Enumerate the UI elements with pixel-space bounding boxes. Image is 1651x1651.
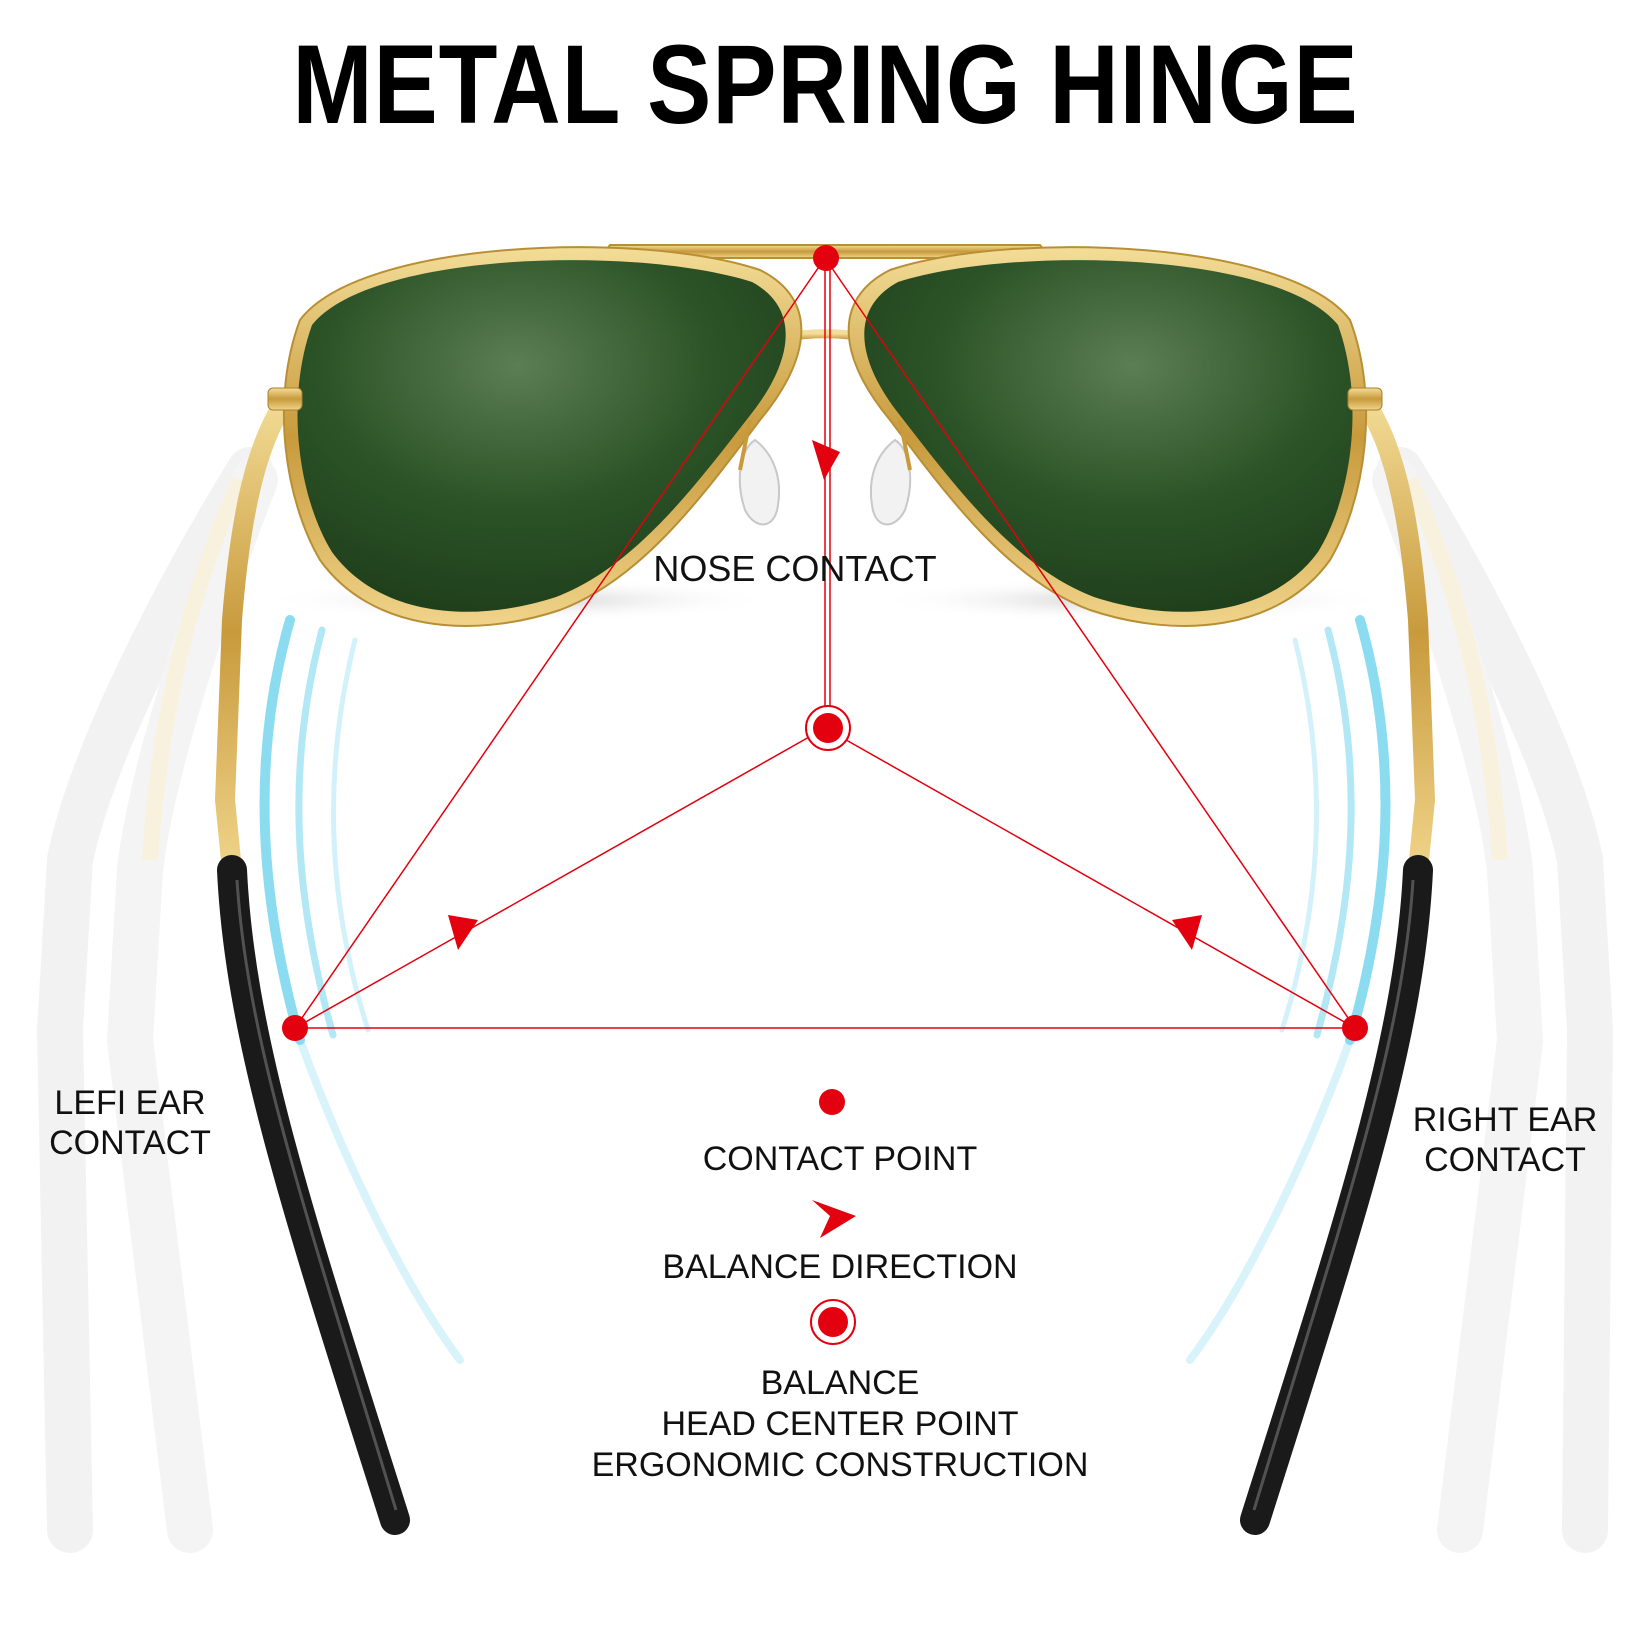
- lens-left: [282, 246, 803, 627]
- temple-right: [1240, 388, 1436, 1535]
- legend-contact-point-label: CONTACT POINT: [702, 1140, 978, 1178]
- motion-arcs-left: [259, 615, 464, 1364]
- legend-contact-point-icon: [819, 1089, 845, 1115]
- left-ear-contact-label: LEFI EAR CONTACT: [20, 1083, 240, 1163]
- balance-lines: [294, 257, 1356, 1029]
- legend-balance-line1: BALANCE: [760, 1364, 920, 1402]
- temple-left: [214, 388, 410, 1535]
- nose-pad-right: [869, 419, 912, 526]
- nose-pad-left: [738, 419, 781, 526]
- left-ear-label-line2: CONTACT: [49, 1124, 211, 1162]
- legend-balance-line3: ERGONOMIC CONSTRUCTION: [591, 1446, 1089, 1484]
- head-center-point: [805, 705, 851, 751]
- legend-balance-line2: HEAD CENTER POINT: [661, 1405, 1019, 1443]
- legend-balance-direction-icon: [812, 1200, 856, 1238]
- nose-contact-point: [813, 245, 839, 271]
- hinge-right: [1347, 387, 1383, 411]
- motion-arcs-right: [1186, 615, 1391, 1364]
- legend-head-center-icon: [810, 1299, 856, 1345]
- lens-right: [847, 246, 1368, 627]
- legend-balance-label: BALANCE HEAD CENTER POINT ERGONOMIC CONS…: [540, 1363, 1140, 1486]
- arrow-icon: [1172, 915, 1202, 950]
- right-ear-contact-point: [1342, 1015, 1368, 1041]
- right-ear-label-line1: RIGHT EAR: [1412, 1101, 1598, 1139]
- arrow-icon: [812, 440, 840, 480]
- page-title: METAL SPRING HINGE: [292, 22, 1359, 147]
- left-ear-label-line1: LEFI EAR: [54, 1084, 206, 1122]
- hinge-left: [267, 387, 303, 411]
- legend-balance-direction-label: BALANCE DIRECTION: [662, 1248, 1018, 1286]
- left-ear-contact-point: [282, 1015, 308, 1041]
- contact-points: [282, 245, 1368, 1041]
- balance-arrows: [448, 440, 1202, 950]
- right-ear-label-line2: CONTACT: [1424, 1141, 1586, 1179]
- arrow-icon: [448, 915, 478, 950]
- nose-contact-label: NOSE CONTACT: [653, 548, 937, 589]
- right-ear-contact-label: RIGHT EAR CONTACT: [1385, 1100, 1625, 1180]
